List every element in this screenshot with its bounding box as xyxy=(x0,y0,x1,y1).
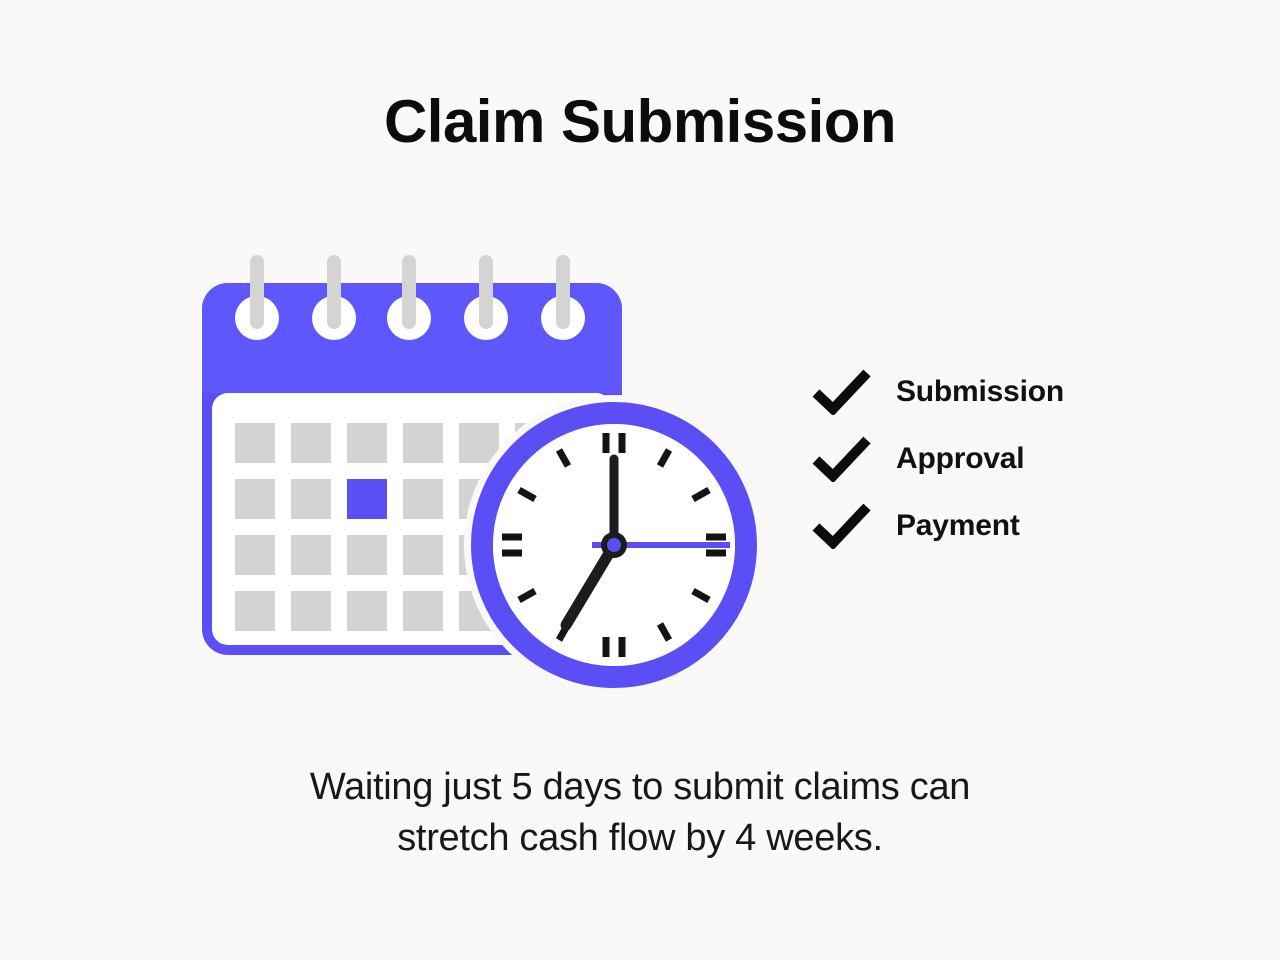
checklist-item-label: Payment xyxy=(896,508,1020,542)
clock-graphic xyxy=(464,395,764,695)
check-icon xyxy=(812,503,871,549)
calendar-rings xyxy=(235,255,585,340)
caption: Waiting just 5 days to submit claims can… xyxy=(190,762,1090,863)
checklist-item-label: Approval xyxy=(896,441,1025,475)
calendar-cell xyxy=(291,423,331,463)
calendar-ring-2 xyxy=(312,255,356,340)
calendar-cell xyxy=(235,423,275,463)
calendar-cell xyxy=(403,535,443,575)
calendar-cell xyxy=(403,591,443,631)
checklist-item-approval[interactable]: Approval xyxy=(812,425,1192,492)
caption-line-1: Waiting just 5 days to submit claims can xyxy=(309,766,971,808)
checklist-item-submission[interactable]: Submission xyxy=(812,358,1192,425)
checklist: Submission Approval Payment xyxy=(812,358,1192,559)
page-title: Claim Submission xyxy=(383,88,897,155)
check-icon xyxy=(812,436,871,482)
checklist-item-payment[interactable]: Payment xyxy=(812,492,1192,559)
clock-bezel xyxy=(471,402,757,688)
calendar-cell xyxy=(235,479,275,519)
calendar-ring-5 xyxy=(541,255,585,340)
calendar-cell xyxy=(347,591,387,631)
calendar-cell-highlighted xyxy=(347,479,387,519)
caption-line-2: stretch cash flow by 4 weeks. xyxy=(397,816,883,859)
calendar-cell xyxy=(235,535,275,575)
check-icon xyxy=(812,369,871,415)
calendar-ring-4 xyxy=(464,255,508,340)
calendar-cell xyxy=(347,535,387,575)
calendar-cell xyxy=(235,591,275,631)
calendar-cell xyxy=(403,479,443,519)
calendar-cell xyxy=(291,591,331,631)
checklist-item-label: Submission xyxy=(896,374,1065,408)
calendar-cell xyxy=(459,423,499,463)
calendar-cell xyxy=(291,535,331,575)
calendar-cell xyxy=(291,479,331,519)
calendar-cell xyxy=(403,423,443,463)
clock-center-dot xyxy=(607,538,621,552)
calendar-ring-3 xyxy=(387,255,431,340)
calendar-clock-illustration xyxy=(190,255,770,695)
clock-hour-hand xyxy=(560,539,620,631)
calendar-cell xyxy=(347,423,387,463)
calendar-ring-1 xyxy=(235,255,279,340)
